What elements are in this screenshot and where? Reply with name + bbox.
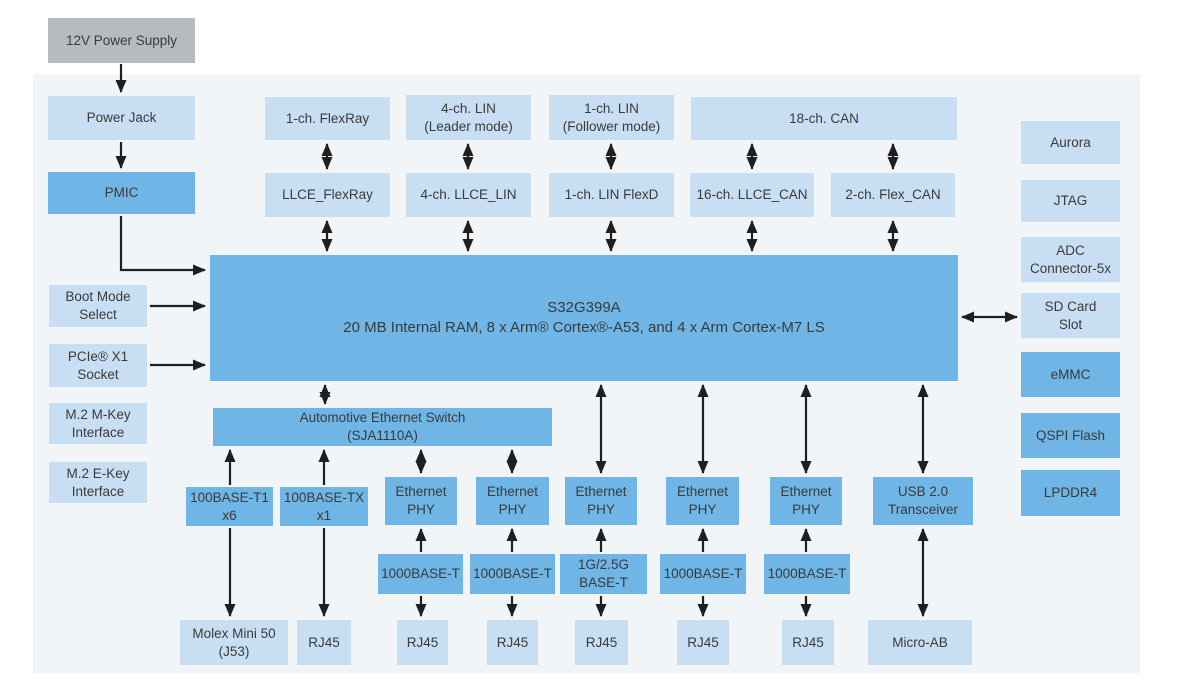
block-jtag: JTAG	[1021, 180, 1120, 222]
block-aurora: Aurora	[1021, 121, 1120, 164]
block-rj45-2: RJ45	[397, 620, 448, 665]
block-qspi-flash: QSPI Flash	[1021, 413, 1120, 458]
block-rj45-4: RJ45	[575, 620, 628, 665]
block-power-jack: Power Jack	[48, 96, 195, 140]
block-100base-tx: 100BASE-TX x1	[280, 487, 368, 526]
block-ethernet-phy-1: Ethernet PHY	[385, 477, 457, 525]
block-rj45-3: RJ45	[487, 620, 538, 665]
block-lin-flexd: 1-ch. LIN FlexD	[549, 173, 674, 217]
block-flex-can: 2-ch. Flex_CAN	[831, 173, 955, 217]
block-s32g399a: S32G399A 20 MB Internal RAM, 8 x Arm® Co…	[210, 255, 958, 381]
block-lpddr4: LPDDR4	[1021, 470, 1120, 516]
block-emmc: eMMC	[1021, 352, 1120, 397]
block-flexray: 1-ch. FlexRay	[265, 97, 390, 140]
block-1000base-t-3: 1000BASE-T	[660, 554, 746, 594]
block-pcie-x1-socket: PCIe® X1 Socket	[49, 344, 147, 387]
block-can: 18-ch. CAN	[691, 97, 957, 140]
block-adc-connector: ADC Connector-5x	[1021, 237, 1120, 282]
bidirectional-arrows	[319, 143, 1018, 617]
block-ethernet-phy-4: Ethernet PHY	[666, 477, 739, 525]
block-pmic: PMIC	[48, 172, 195, 214]
block-molex-mini-50: Molex Mini 50 (J53)	[180, 620, 288, 665]
block-llce-lin: 4-ch. LLCE_LIN	[406, 173, 531, 217]
block-m2-m-key-interface: M.2 M-Key Interface	[49, 403, 147, 444]
block-m2-e-key-interface: M.2 E-Key Interface	[49, 462, 147, 503]
chip-description: 20 MB Internal RAM, 8 x Arm® Cortex®-A53…	[343, 319, 825, 336]
block-ethernet-phy-2: Ethernet PHY	[476, 477, 549, 525]
block-lin-follower: 1-ch. LIN (Follower mode)	[549, 95, 674, 140]
block-ethernet-switch: Automotive Ethernet Switch (SJA1110A)	[213, 408, 552, 446]
block-rj45-1: RJ45	[297, 620, 351, 665]
block-rj45-6: RJ45	[782, 620, 834, 665]
block-1000base-t-2: 1000BASE-T	[470, 554, 555, 594]
block-1000base-t-1: 1000BASE-T	[378, 554, 463, 594]
block-100base-t1: 100BASE-T1 x6	[186, 487, 273, 526]
block-llce-can: 16-ch. LLCE_CAN	[690, 173, 814, 217]
block-usb-transceiver: USB 2.0 Transceiver	[873, 477, 973, 525]
block-ethernet-phy-5: Ethernet PHY	[770, 477, 842, 525]
block-lin-leader: 4-ch. LIN (Leader mode)	[406, 95, 531, 140]
block-micro-ab: Micro-AB	[868, 620, 972, 665]
block-rj45-5: RJ45	[677, 620, 729, 665]
block-sd-card-slot: SD Card Slot	[1021, 293, 1120, 338]
directional-arrows	[115, 64, 812, 617]
block-12v-power-supply: 12V Power Supply	[48, 18, 195, 63]
block-ethernet-phy-3: Ethernet PHY	[565, 477, 637, 525]
chip-name: S32G399A	[547, 299, 621, 317]
block-1g-2-5g-base-t: 1G/2.5G BASE-T	[560, 554, 647, 594]
block-1000base-t-4: 1000BASE-T	[764, 554, 850, 594]
block-llce-flexray: LLCE_FlexRay	[265, 173, 390, 217]
block-boot-mode-select: Boot Mode Select	[49, 285, 147, 327]
